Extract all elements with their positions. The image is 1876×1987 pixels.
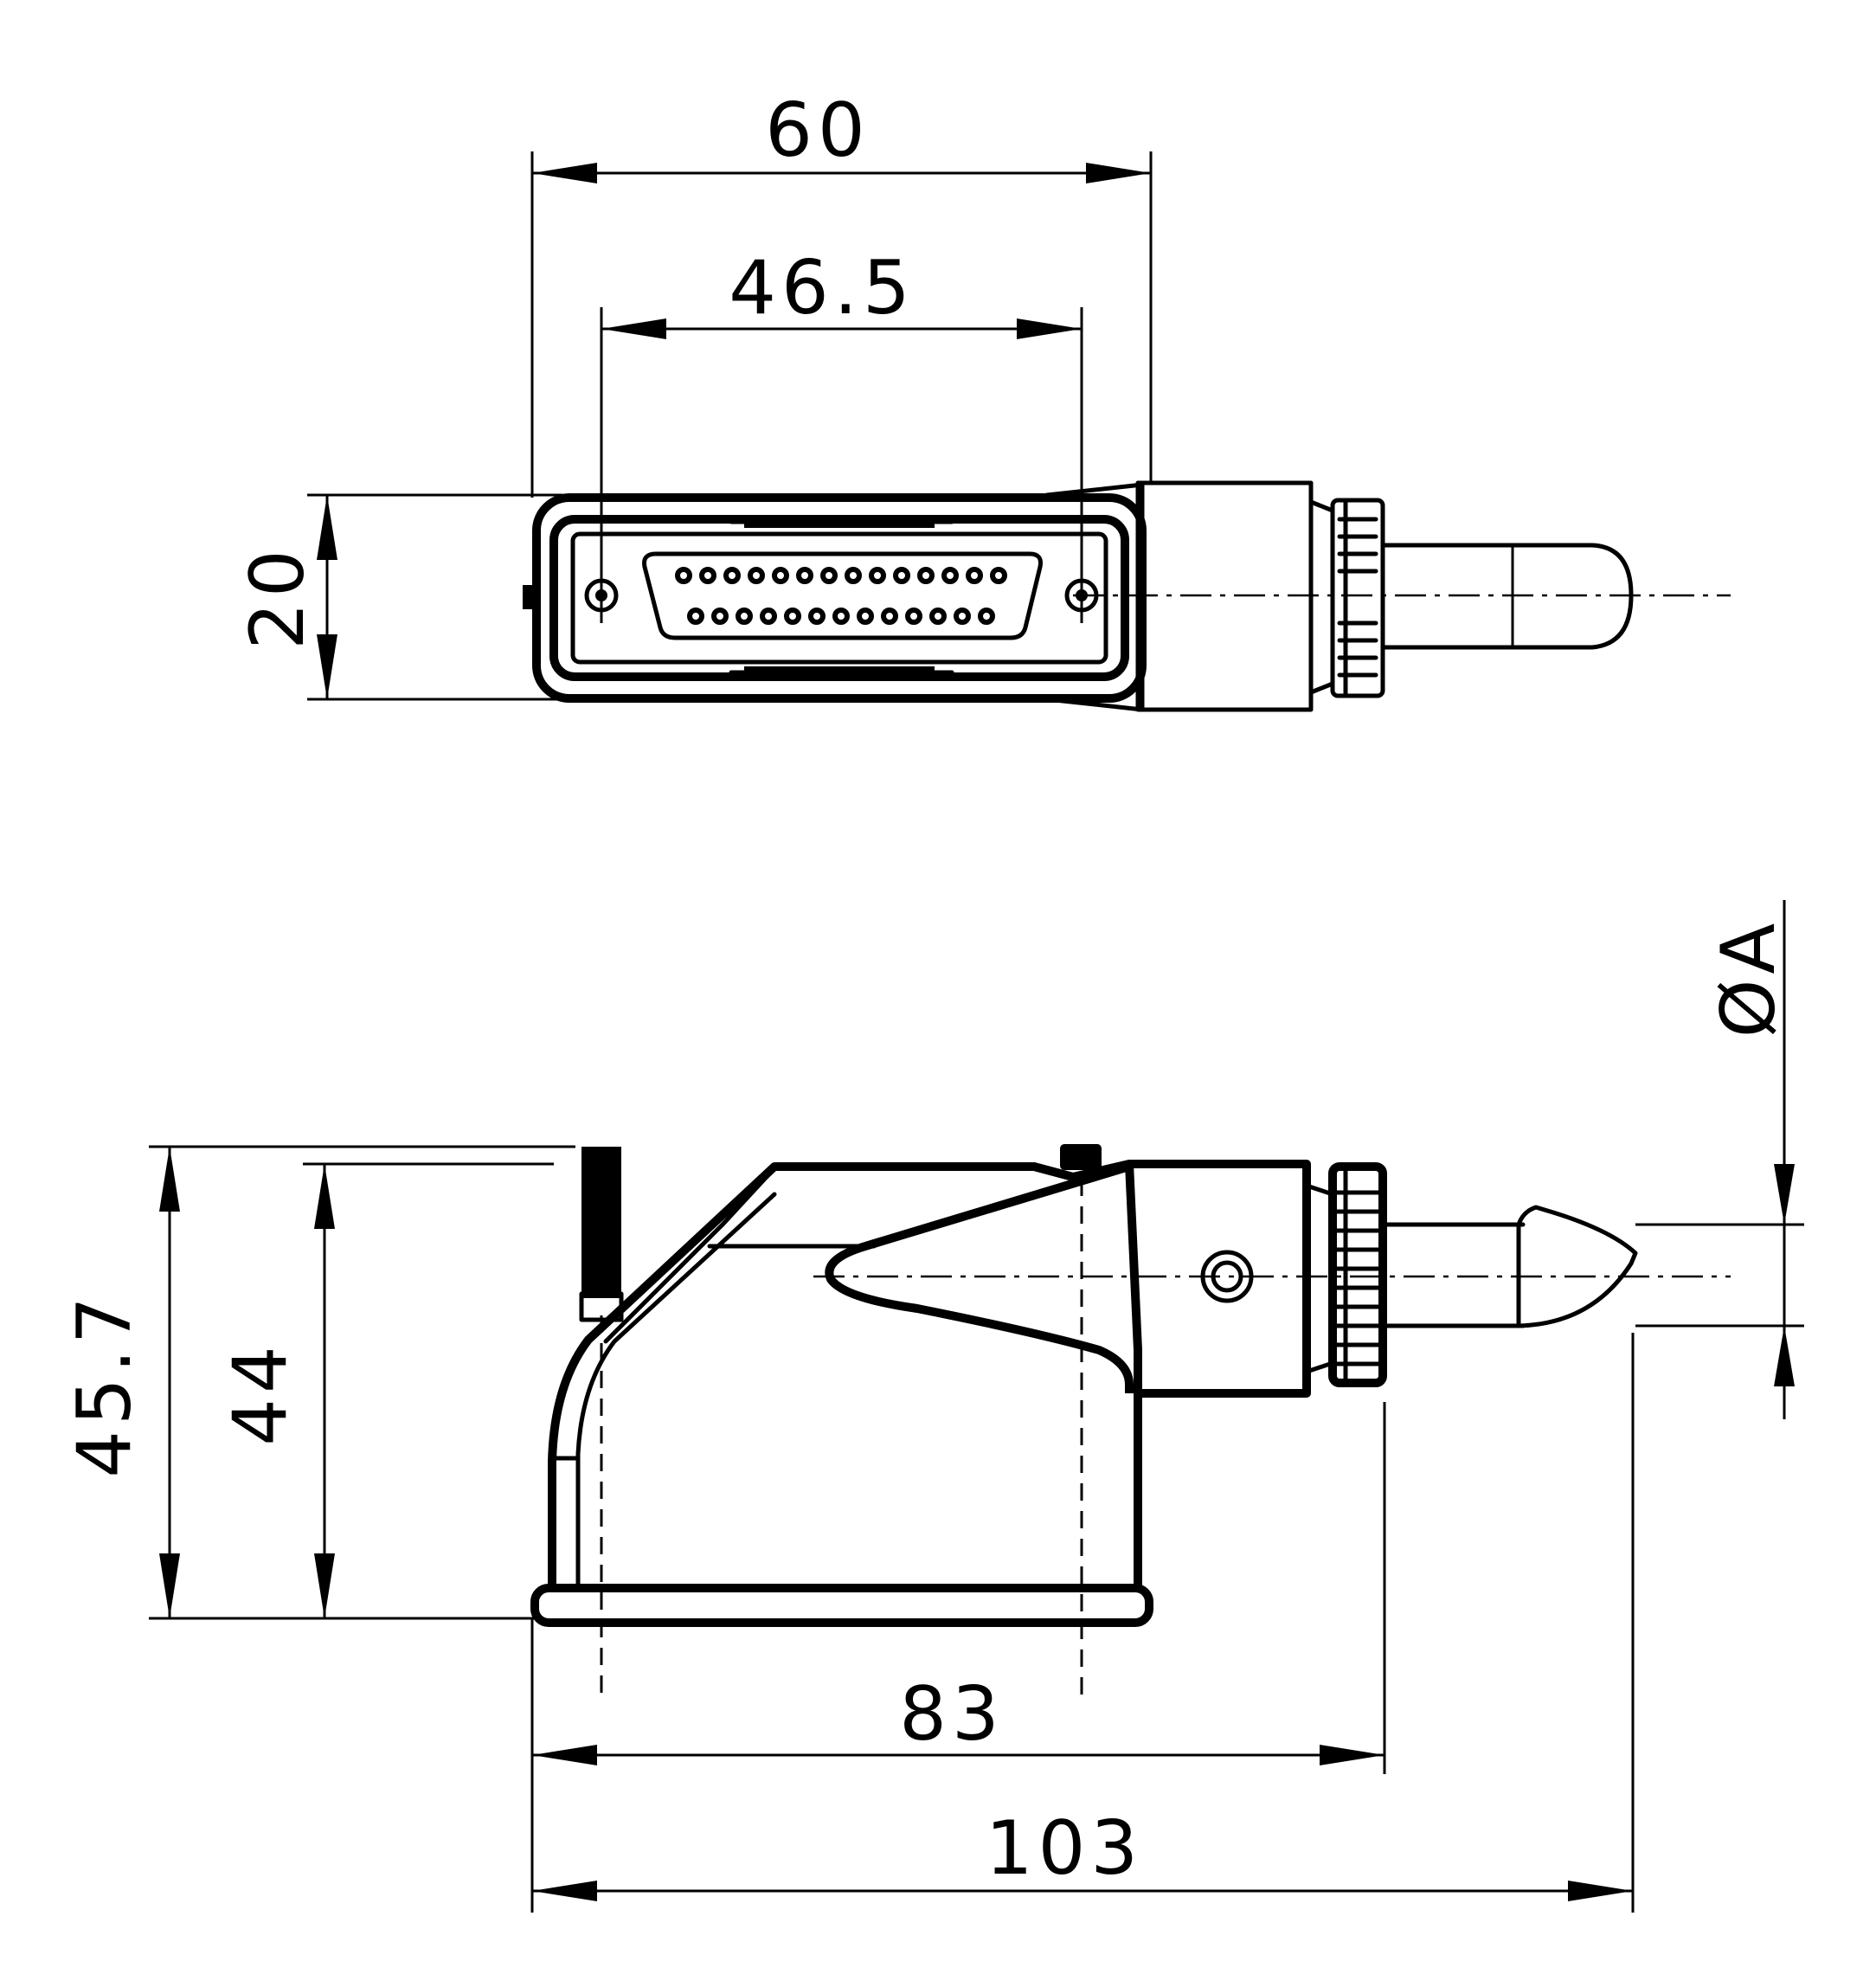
screw-left	[584, 578, 619, 613]
dimension-45-7-label: 45.7	[61, 1291, 148, 1477]
dimension-83: 83	[530, 1402, 1386, 1913]
cable-end-side	[1516, 1205, 1638, 1328]
bottom-rib	[744, 666, 935, 678]
gland-nut	[1330, 498, 1385, 698]
gland-nut-side	[1328, 1162, 1387, 1387]
dimension-83-label: 83	[899, 1671, 1004, 1758]
dimension-46-5: 46.5	[600, 245, 1083, 623]
dsub-shell	[642, 551, 1043, 640]
dimension-44: 44	[217, 1162, 554, 1618]
dimension-103: 103	[532, 1333, 1635, 1913]
dimension-103-label: 103	[986, 1805, 1143, 1892]
dsub-pins	[675, 567, 1007, 625]
mounting-plate	[570, 531, 1108, 665]
dimension-20: 20	[234, 493, 562, 701]
dimension-20-label: 20	[234, 544, 321, 649]
dimension-diameter-a: ØA	[1635, 900, 1804, 1419]
dimension-60: 60	[530, 87, 1153, 498]
dimension-diameter-a-label: ØA	[1706, 918, 1792, 1039]
top-view: 60 46.5 20	[234, 87, 1731, 712]
top-rib	[744, 516, 935, 528]
base-flange	[530, 1584, 1153, 1627]
dimension-45-7: 45.7	[61, 1145, 575, 1620]
gland-taper	[1044, 482, 1145, 712]
housing-inner-outline	[549, 515, 1129, 681]
dimension-46-5-label: 46.5	[729, 245, 915, 331]
hood-cone	[825, 1162, 1134, 1393]
dimension-60-label: 60	[765, 87, 870, 174]
housing-body	[548, 1160, 1142, 1585]
dimension-44-label: 44	[217, 1341, 304, 1445]
locking-lever	[581, 1147, 621, 1298]
gland-body-side	[1129, 1160, 1311, 1398]
side-view: 45.7 44 83 103	[61, 900, 1804, 1913]
